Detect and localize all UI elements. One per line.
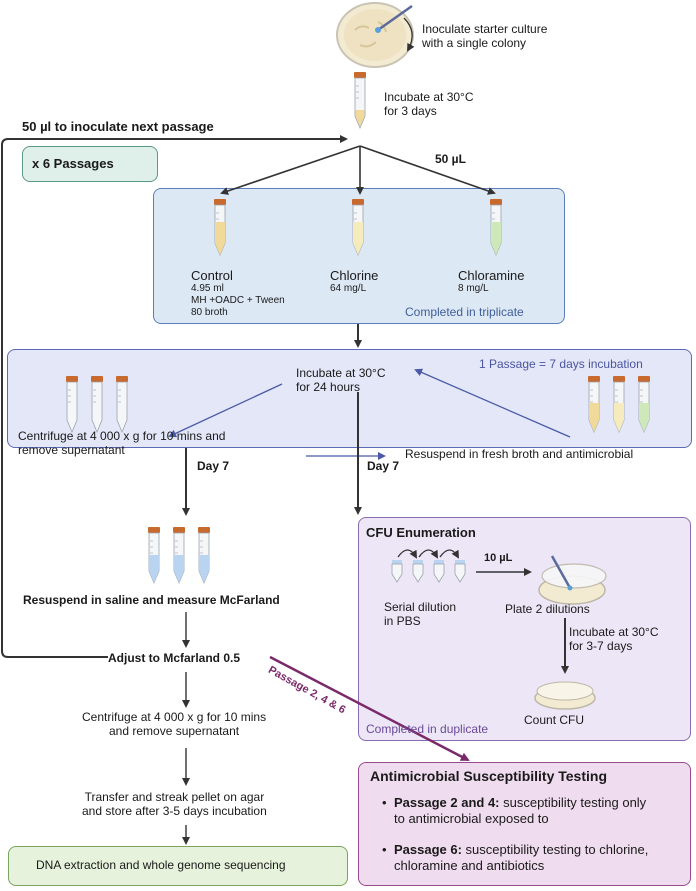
control-label: Control 4.95 ml MH +OADC + Tween 80 brot…: [191, 268, 285, 318]
passage-duration-note: 1 Passage = 7 days incubation: [479, 357, 643, 371]
plate-dilutions-text: Plate 2 dilutions: [505, 602, 590, 616]
ast-list: Passage 2 and 4: susceptibility testing …: [378, 795, 686, 888]
ast-item-passage-2-4: Passage 2 and 4: susceptibility testing …: [382, 795, 686, 828]
adjust-mcfarland-text: Adjust to Mcfarland 0.5: [108, 651, 241, 665]
chloramine-label: Chloramine 8 mg/L: [458, 268, 525, 295]
duplicate-label: Completed in duplicate: [366, 722, 489, 736]
cfu-volume-label: 10 µL: [484, 552, 513, 564]
saline-mcfarland-text: Resuspend in saline and measure McFarlan…: [23, 593, 280, 607]
resuspend-broth-text: Resuspend in fresh broth and antimicrobi…: [405, 447, 634, 461]
day7-left-label: Day 7: [197, 459, 230, 473]
petri-dish-icon: [336, 2, 415, 68]
chlorine-label: Chlorine 64 mg/L: [330, 268, 379, 295]
day7-right-label: Day 7: [367, 459, 400, 473]
saline-tubes-icon: [147, 526, 211, 584]
passage-arrow-label: Passage 2, 4 & 6: [266, 664, 348, 717]
passages-label: x 6 Passages: [32, 156, 114, 171]
triplicate-label: Completed in triplicate: [405, 305, 524, 319]
dna-sequencing-text: DNA extraction and whole genome sequenci…: [36, 858, 286, 872]
split-volume-label: 50 µL: [435, 152, 466, 166]
dna-box: [8, 846, 348, 886]
cfu-title: CFU Enumeration: [366, 525, 476, 540]
starter-tube-icon: [353, 71, 367, 129]
ast-title: Antimicrobial Susceptibility Testing: [370, 768, 607, 784]
ast-item-passage-6: Passage 6: susceptibility testing to chl…: [382, 842, 686, 875]
count-cfu-text: Count CFU: [524, 713, 585, 727]
loop-label: 50 µl to inoculate next passage: [22, 119, 214, 134]
